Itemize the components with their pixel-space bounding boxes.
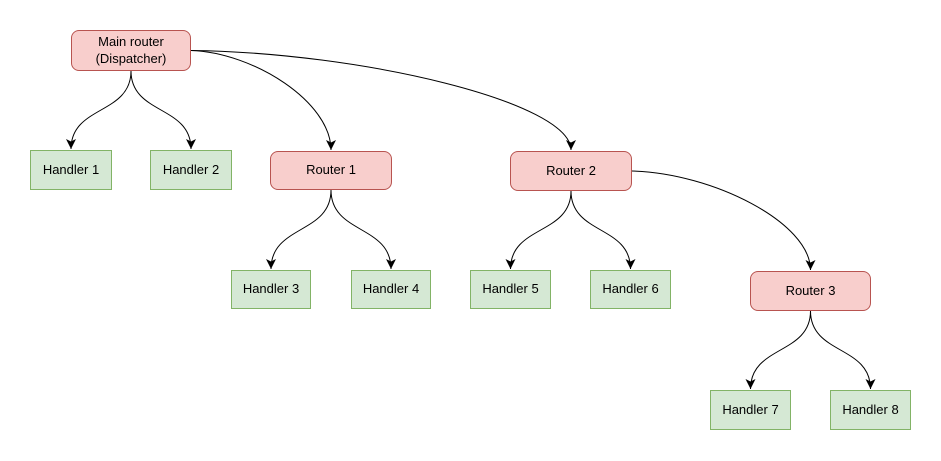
edge-r2-to-h5 (505, 190, 572, 270)
node-label: Handler 1 (42, 161, 100, 177)
node-label: Handler 4 (362, 281, 420, 297)
edge-r1-to-h4 (330, 189, 396, 270)
edge-main-to-r1 (190, 50, 336, 151)
node-label: Handler 7 (722, 401, 779, 417)
node-h2: Handler 2 (150, 150, 232, 190)
edge-main-to-h1 (66, 70, 132, 150)
node-label: Handler 8 (842, 401, 899, 417)
node-label: Handler 3 (242, 281, 300, 297)
node-label: Handler 6 (602, 281, 659, 297)
node-h7: Handler 7 (710, 390, 791, 430)
node-label: Main router (Dispatcher) (95, 34, 167, 66)
node-r3: Router 3 (750, 271, 871, 311)
node-label: Router 3 (785, 282, 836, 298)
node-label: Handler 2 (162, 161, 220, 177)
node-r2: Router 2 (510, 151, 632, 191)
node-h1: Handler 1 (30, 150, 112, 190)
edge-r2-to-r3 (631, 170, 816, 271)
node-main: Main router (Dispatcher) (71, 30, 191, 71)
node-h8: Handler 8 (830, 390, 911, 430)
node-h5: Handler 5 (470, 270, 551, 309)
edge-main-to-h2 (130, 70, 196, 150)
edge-r2-to-h6 (570, 190, 636, 270)
node-h6: Handler 6 (590, 270, 671, 309)
edge-r3-to-h7 (745, 310, 811, 390)
node-label: Handler 5 (482, 281, 539, 297)
node-h4: Handler 4 (351, 270, 431, 309)
edge-main-to-r2 (190, 50, 576, 151)
edge-r1-to-h3 (266, 189, 332, 270)
edge-r3-to-h8 (810, 310, 876, 390)
node-label: Router 2 (546, 162, 596, 178)
edge-group (66, 50, 876, 390)
node-label: Router 1 (306, 162, 356, 178)
node-r1: Router 1 (270, 151, 392, 190)
node-h3: Handler 3 (231, 270, 311, 309)
